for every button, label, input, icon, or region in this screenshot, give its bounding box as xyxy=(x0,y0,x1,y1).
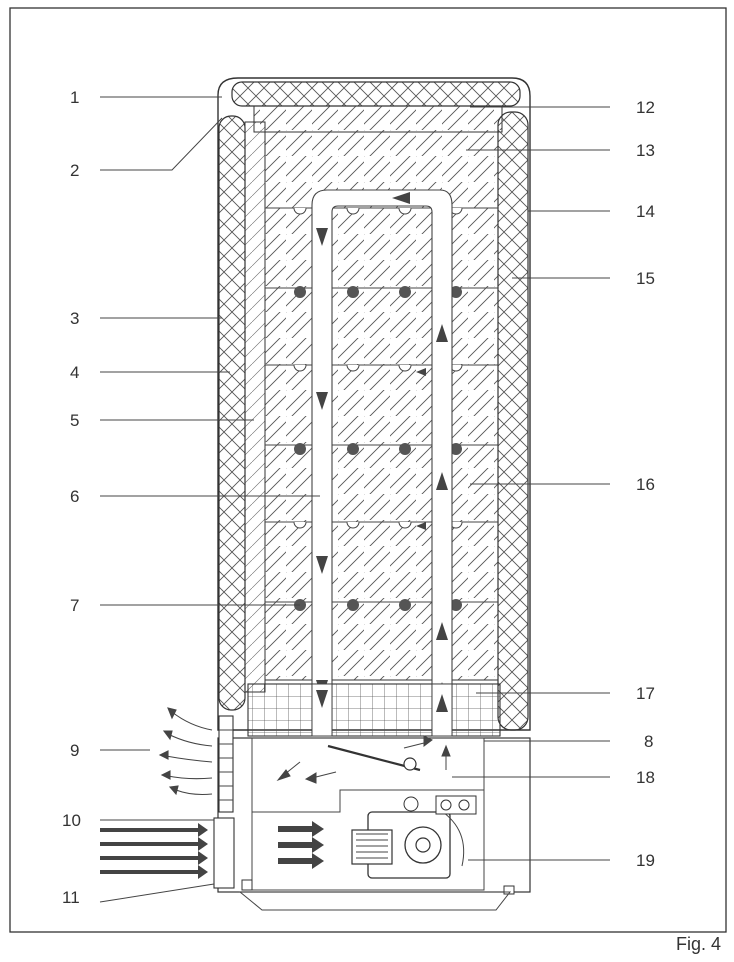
page-frame xyxy=(9,7,727,933)
base-foot-left xyxy=(241,879,253,891)
label-13: 13 xyxy=(636,141,655,160)
label-1: 1 xyxy=(70,88,79,107)
label-11: 11 xyxy=(62,888,80,907)
label-12: 12 xyxy=(636,98,655,117)
top-panel xyxy=(253,105,503,133)
machine-partition xyxy=(252,789,484,813)
evaporator-coil xyxy=(247,683,501,737)
label-14: 14 xyxy=(636,202,655,221)
cabinet-outer-shell xyxy=(217,77,531,731)
leader-lines-left xyxy=(99,96,320,903)
base-plate xyxy=(238,891,512,911)
arrow-through-coil-up xyxy=(436,694,448,712)
label-2: 2 xyxy=(70,161,79,180)
front-grille-lower xyxy=(213,817,235,889)
arrow-through-coil-down xyxy=(316,690,328,708)
label-7: 7 xyxy=(70,596,79,615)
machine-inner-box xyxy=(251,737,485,891)
left-wall-insulation xyxy=(218,115,246,711)
shelf-clips xyxy=(293,207,463,529)
intake-arrows-outer xyxy=(100,823,208,879)
product-load xyxy=(264,131,499,681)
label-4: 4 xyxy=(70,363,79,382)
grille-louvers xyxy=(219,729,233,801)
fan-hub xyxy=(403,757,417,771)
label-6: 6 xyxy=(70,487,79,506)
airflow-arrow-top xyxy=(392,192,410,204)
intake-arrows-inner xyxy=(278,821,324,869)
label-10: 10 xyxy=(62,811,81,830)
right-wall-insulation xyxy=(497,111,529,731)
shelf-support-dots xyxy=(294,286,462,611)
label-18: 18 xyxy=(636,768,655,787)
leader-lines-right xyxy=(452,106,610,861)
machine-airflow-arrows xyxy=(276,735,451,784)
label-17: 17 xyxy=(636,684,655,703)
label-3: 3 xyxy=(70,309,79,328)
label-15: 15 xyxy=(636,269,655,288)
label-8: 8 xyxy=(644,732,653,751)
front-grille-upper xyxy=(218,715,234,813)
label-19: 19 xyxy=(636,851,655,870)
left-inner-panel xyxy=(244,121,266,693)
label-5: 5 xyxy=(70,411,79,430)
label-16: 16 xyxy=(636,475,655,494)
label-9: 9 xyxy=(70,741,79,760)
exhaust-arrows xyxy=(158,707,213,796)
figure-caption: Fig. 4 xyxy=(676,934,722,954)
airflow-side-arrows xyxy=(416,368,426,530)
top-insulation xyxy=(231,81,521,107)
evaporator-duct-gap-left xyxy=(311,683,333,737)
compressor-unit xyxy=(351,795,477,879)
